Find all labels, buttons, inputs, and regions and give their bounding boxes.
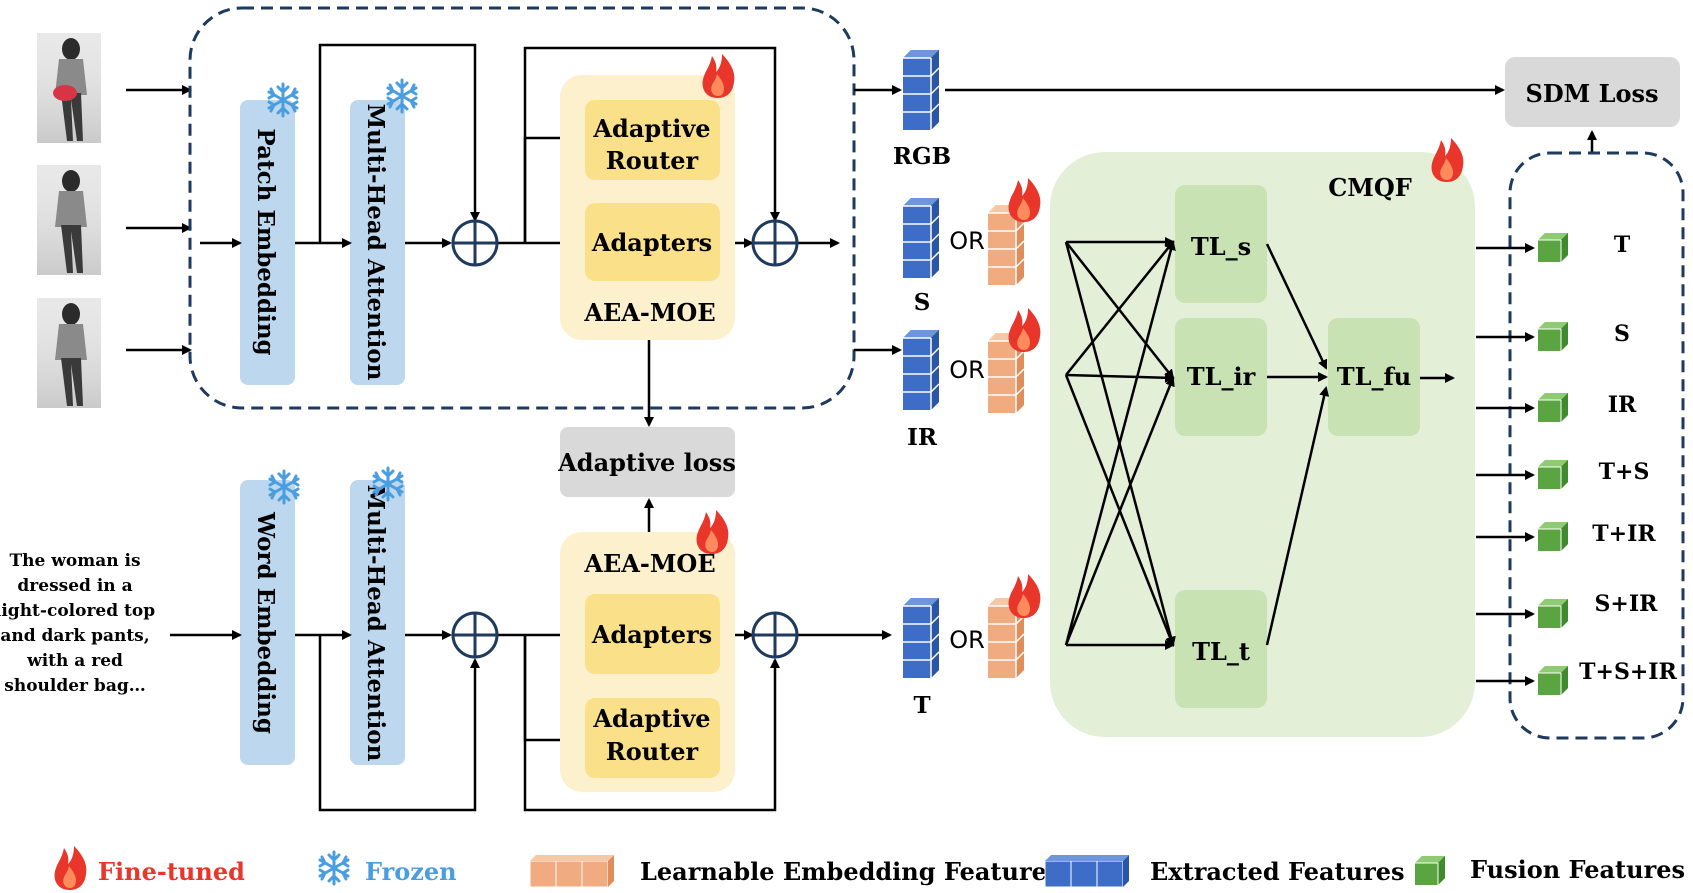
fusion-feature-output (1537, 321, 1569, 352)
aea-moe-top-label: AEA-MOE (583, 298, 715, 327)
add-node-bottom-2 (751, 611, 799, 659)
sdm-loss-block (1505, 57, 1680, 127)
adaptive-router-bottom-block (585, 698, 720, 778)
adapters-bottom-block (585, 594, 720, 674)
or-label-t: OR (949, 626, 985, 654)
patch-embedding-block (240, 100, 295, 385)
adaptive-loss-block (560, 427, 735, 497)
tl-fu-label: TL_fu (1337, 362, 1412, 391)
caption-line: with a red (26, 651, 123, 671)
vision-encoder-region (188, 6, 856, 410)
adaptive-loss-label: Adaptive loss (557, 448, 736, 477)
legend-learnable-swatch (529, 855, 614, 888)
output-label: T (1614, 232, 1631, 258)
caption-line: shoulder bag… (4, 676, 145, 696)
fusion-feature-output (1537, 232, 1569, 263)
bottom-flow-lines (170, 498, 892, 812)
output-label: T+IR (1592, 521, 1656, 547)
person-image-sketch (37, 165, 101, 275)
adaptive-router-top-label-2: Router (606, 146, 699, 175)
caption-line: The woman is (9, 551, 140, 571)
caption-line: dressed in a (17, 576, 132, 596)
or-label-ir: OR (949, 356, 985, 384)
fire-icon (1008, 574, 1041, 618)
outputs-region (1508, 151, 1685, 740)
cmqf-block (1050, 152, 1475, 737)
fusion-feature-output (1537, 459, 1569, 490)
output-label: S+IR (1595, 591, 1659, 617)
add-node-top-2 (751, 219, 799, 267)
legend-extracted: Extracted Features (1150, 857, 1405, 886)
word-embedding-label: Word Embedding (252, 511, 279, 734)
legend-extracted-swatch (1044, 855, 1129, 888)
extracted-feature-s (902, 197, 940, 279)
fire-icon (696, 510, 729, 554)
tl-t-block (1175, 590, 1267, 708)
person-image-rgb (37, 33, 101, 143)
adapters-bottom-label: Adapters (591, 620, 712, 649)
caption-line: and dark pants, (0, 626, 149, 646)
fire-icon (702, 54, 735, 98)
multi-head-attention-bottom-label: Multi-Head Attention (362, 485, 389, 762)
feat-t-label: T (913, 692, 930, 719)
output-label: IR (1608, 392, 1637, 418)
legend-fine-tuned: Fine-tuned (98, 857, 245, 886)
output-label: T+S+IR (1579, 659, 1677, 685)
feat-s-label: S (914, 289, 931, 316)
output-label: S (1614, 321, 1630, 347)
adapters-top-label: Adapters (591, 228, 712, 257)
tl-ir-label: TL_ir (1187, 362, 1256, 391)
output-label: T+S (1599, 459, 1650, 485)
legend-frozen: Frozen (365, 857, 457, 886)
multi-head-attention-top-label: Multi-Head Attention (362, 104, 389, 381)
sdm-loss-label: SDM Loss (1526, 79, 1659, 108)
caption-line: light-colored top (0, 601, 155, 621)
multi-head-attention-bottom-block (350, 480, 405, 765)
legend-fusion: Fusion Features (1470, 855, 1685, 884)
feat-rgb-label: RGB (893, 143, 951, 170)
adaptive-router-bottom-label-1: Adaptive (592, 704, 710, 733)
output-labels: T S IR T+S T+IR S+IR T+S+IR (1579, 232, 1677, 685)
tl-ir-block (1175, 318, 1267, 436)
extracted-feature-t (902, 597, 940, 679)
aea-moe-bottom-label: AEA-MOE (583, 549, 715, 578)
fire-icon (1008, 308, 1041, 352)
patch-embedding-label: Patch Embedding (252, 128, 279, 355)
fusion-feature-output (1537, 598, 1569, 629)
input-arrows (126, 85, 192, 355)
legend-learnable: Learnable Embedding Features (640, 857, 1060, 886)
fusion-feature-output (1537, 665, 1569, 696)
cmqf-arrows (1064, 237, 1455, 650)
fusion-feature-output (1537, 521, 1569, 552)
output-arrows (1476, 243, 1535, 686)
tl-s-label: TL_s (1191, 232, 1251, 261)
cmqf-label: CMQF (1328, 173, 1412, 202)
person-image-ir (37, 298, 101, 408)
adaptive-router-bottom-label-2: Router (606, 737, 699, 766)
adaptive-router-top-label-1: Adaptive (592, 114, 710, 143)
or-label-s: OR (949, 227, 985, 255)
word-embedding-block (240, 480, 295, 765)
tl-t-label: TL_t (1192, 637, 1250, 666)
fire-icon (1008, 178, 1041, 222)
add-node-top-1 (451, 219, 499, 267)
extracted-feature-rgb (902, 49, 940, 131)
fire-icon (1431, 138, 1464, 182)
multi-head-attention-top-block (350, 100, 405, 385)
feat-ir-label: IR (907, 424, 938, 451)
tl-s-block (1175, 185, 1267, 303)
add-node-bottom-1 (451, 611, 499, 659)
text-caption: The woman is dressed in a light-colored … (0, 551, 155, 696)
adaptive-router-top-block (585, 100, 720, 180)
legend-fusion-swatch (1414, 855, 1446, 886)
tl-fu-block (1328, 318, 1420, 436)
fusion-feature-output (1537, 392, 1569, 423)
snowflake-icon (318, 850, 350, 886)
fire-icon (54, 846, 87, 890)
extracted-feature-ir (902, 329, 940, 411)
adapters-top-block (585, 203, 720, 281)
